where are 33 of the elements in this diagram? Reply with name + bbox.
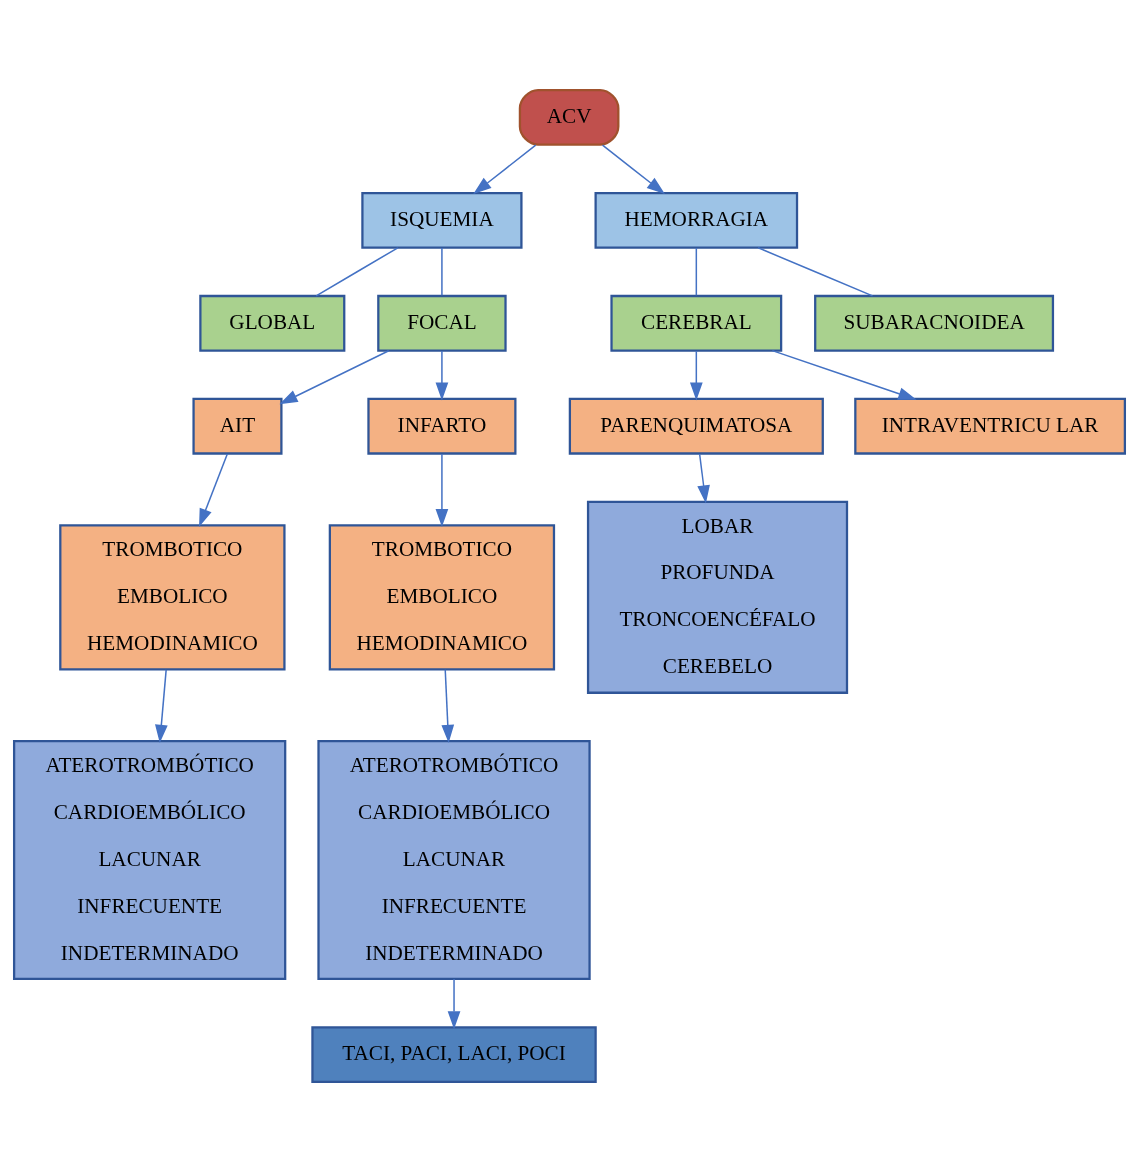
node-box: LOBAR PROFUNDA TRONCOENCÉFALO CEREBELO bbox=[586, 500, 849, 694]
connector bbox=[315, 246, 399, 297]
node-box: CEREBRAL bbox=[610, 294, 783, 352]
arrow bbox=[447, 977, 461, 1029]
node-box: ATEROTROMBÓTICO CARDIOEMBÓLICO LACUNAR INFRECUENTE INDETERMINADO bbox=[317, 739, 591, 980]
arrow bbox=[473, 143, 537, 194]
node-box: ISQUEMIA bbox=[361, 191, 523, 249]
arrow bbox=[689, 349, 703, 401]
connector bbox=[695, 246, 698, 296]
node-box: TACI, PACI, LACI, POCI bbox=[311, 1025, 597, 1083]
arrow bbox=[435, 349, 449, 401]
arrow bbox=[279, 349, 390, 404]
arrow bbox=[697, 452, 710, 503]
node-box: PARENQUIMATOSA bbox=[568, 397, 824, 455]
arrow bbox=[199, 452, 229, 527]
arrow bbox=[441, 668, 455, 743]
node-box: FOCAL bbox=[377, 294, 507, 352]
arrow bbox=[601, 143, 665, 194]
node-box: AIT bbox=[192, 397, 283, 455]
node-box: ATEROTROMBÓTICO CARDIOEMBÓLICO LACUNAR INFRECUENTE INDETERMINADO bbox=[13, 739, 287, 980]
connector bbox=[441, 246, 443, 296]
node-box: INTRAVENTRICU LAR bbox=[854, 397, 1126, 455]
connector bbox=[757, 246, 874, 297]
arrow bbox=[771, 349, 917, 400]
node-box: ACV bbox=[518, 88, 620, 146]
node-box: INFARTO bbox=[367, 397, 517, 455]
arrow bbox=[435, 452, 449, 527]
node-box: GLOBAL bbox=[199, 294, 346, 352]
node-box: HEMORRAGIA bbox=[594, 191, 799, 249]
node-box: SUBARACNOIDEA bbox=[814, 294, 1055, 352]
node-box: TROMBOTICO EMBOLICO HEMODINAMICO bbox=[59, 523, 286, 670]
node-box: TROMBOTICO EMBOLICO HEMODINAMICO bbox=[328, 523, 556, 670]
arrow bbox=[155, 668, 168, 743]
